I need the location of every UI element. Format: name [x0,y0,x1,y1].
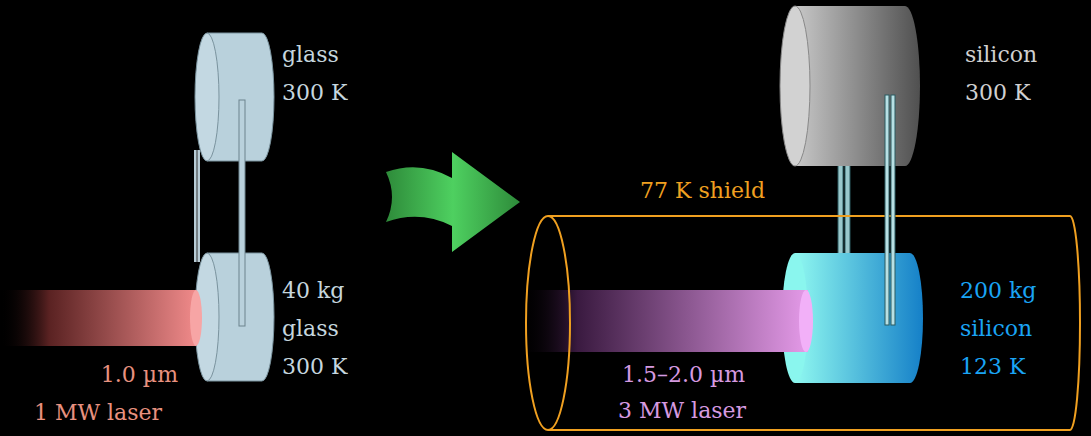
glass-suspension [0,33,274,381]
laser-power-label: 1 MW laser [34,400,162,426]
temperature-label: 300 K [282,354,347,380]
temperature-label: 123 K [960,354,1025,380]
wavelength-label: 1.0 µm [101,362,178,388]
shield-label: 77 K shield [640,178,765,204]
mass-label: 40 kg [282,278,344,304]
temperature-label: 300 K [282,80,347,106]
laser-power-label: 3 MW laser [618,398,746,424]
transition-arrow [386,152,520,252]
material-label: glass [282,42,339,68]
silicon-suspension [520,6,1080,430]
temperature-label: 300 K [965,80,1030,106]
wavelength-label: 1.5–2.0 µm [622,362,745,388]
material-label: silicon [965,42,1037,68]
mass-label: 200 kg [960,278,1036,304]
material-label: silicon [960,316,1032,342]
material-label: glass [282,316,339,342]
